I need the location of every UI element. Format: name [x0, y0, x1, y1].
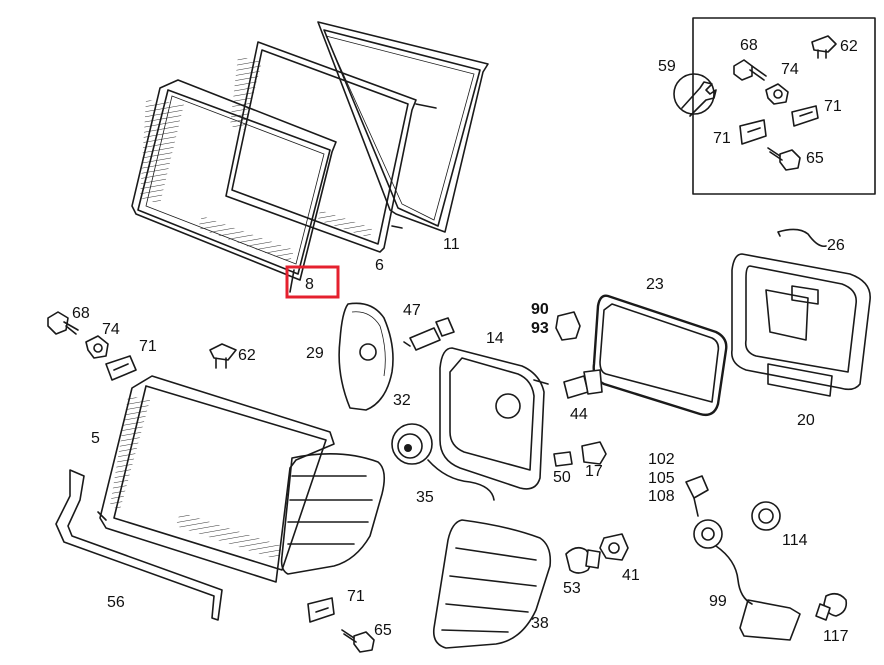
part-6-frame[interactable]: [225, 41, 437, 253]
part-62-clip-inset[interactable]: [811, 35, 837, 59]
label-part-93[interactable]: 93: [531, 320, 549, 337]
label-part-35[interactable]: 35: [416, 489, 434, 506]
part-71-clip-lower[interactable]: [307, 597, 335, 623]
part-68-screw[interactable]: [47, 311, 79, 335]
part-38-turn-signal-lens[interactable]: [432, 519, 552, 649]
part-102-connector[interactable]: [685, 475, 709, 517]
label-part-114[interactable]: 114: [782, 532, 808, 549]
part-5-headlamp-unit[interactable]: [99, 375, 386, 583]
label-part-5[interactable]: 5: [91, 430, 100, 447]
label-part-68b[interactable]: 68: [72, 305, 90, 322]
label-part-65b[interactable]: 65: [374, 622, 392, 639]
label-part-38[interactable]: 38: [531, 615, 549, 632]
part-23-gasket[interactable]: [592, 294, 728, 417]
label-part-47[interactable]: 47: [403, 302, 421, 319]
part-8-headlamp-glass[interactable]: [131, 79, 337, 293]
label-part-17[interactable]: 17: [585, 463, 603, 480]
label-part-50[interactable]: 50: [553, 469, 571, 486]
label-part-20[interactable]: 20: [797, 412, 815, 429]
label-part-53[interactable]: 53: [563, 580, 581, 597]
label-part-74a[interactable]: 74: [781, 61, 799, 78]
part-29-cap[interactable]: [338, 302, 394, 411]
label-part-90[interactable]: 90: [531, 301, 549, 318]
label-part-65a[interactable]: 65: [806, 150, 824, 167]
label-part-71a[interactable]: 71: [824, 98, 842, 115]
part-47-bulb[interactable]: [403, 317, 455, 351]
part-62-clip[interactable]: [209, 343, 237, 369]
part-20-housing[interactable]: [730, 253, 871, 397]
part-65-screw-lower[interactable]: [341, 629, 375, 653]
callout-labels: 8 6 11 59 68 62 74 71 71 65 26 23 20 68 …: [72, 37, 858, 645]
label-part-23[interactable]: 23: [646, 276, 664, 293]
label-part-71d[interactable]: 71: [347, 588, 365, 605]
label-part-74b[interactable]: 74: [102, 321, 120, 338]
label-part-108[interactable]: 108: [648, 488, 675, 505]
label-part-32[interactable]: 32: [393, 392, 411, 409]
label-part-62b[interactable]: 62: [238, 347, 256, 364]
label-part-11[interactable]: 11: [443, 236, 460, 253]
label-part-59[interactable]: 59: [658, 58, 676, 75]
part-14-reflector[interactable]: [439, 347, 549, 490]
label-part-99[interactable]: 99: [709, 593, 727, 610]
label-part-62a[interactable]: 62: [840, 38, 858, 55]
part-50-bulb[interactable]: [553, 451, 573, 467]
part-41-socket[interactable]: [599, 533, 629, 561]
fastener-inset-box: [692, 17, 876, 195]
label-part-29[interactable]: 29: [306, 345, 324, 362]
part-71-clip-inset-b[interactable]: [739, 119, 767, 145]
highlight-box-part-8: [285, 265, 340, 299]
part-74-nut-inset[interactable]: [765, 83, 789, 105]
part-90-93-holder[interactable]: [555, 311, 581, 341]
label-part-56[interactable]: 56: [107, 594, 125, 611]
part-65-screw-inset[interactable]: [767, 147, 801, 171]
part-74-nut[interactable]: [85, 335, 109, 359]
part-44-bulb[interactable]: [563, 369, 603, 399]
label-part-44[interactable]: 44: [570, 406, 588, 423]
label-part-41[interactable]: 41: [622, 567, 640, 584]
part-71-clip-inset-a[interactable]: [791, 105, 819, 127]
part-53-bulb[interactable]: [565, 546, 601, 574]
label-part-14[interactable]: 14: [486, 330, 504, 347]
label-part-71b[interactable]: 71: [713, 130, 731, 147]
label-part-8[interactable]: 8: [305, 276, 314, 293]
part-68-screw-inset[interactable]: [733, 59, 767, 81]
part-114-grommet[interactable]: [751, 501, 781, 531]
label-part-102[interactable]: 102: [648, 451, 675, 468]
label-part-117[interactable]: 117: [823, 628, 849, 645]
part-26-wire-clip[interactable]: [777, 228, 827, 248]
label-part-68a[interactable]: 68: [740, 37, 758, 54]
part-17-holder[interactable]: [581, 441, 607, 465]
part-59-tool[interactable]: [673, 73, 717, 117]
part-56-bracket[interactable]: [55, 469, 223, 621]
part-71-clip[interactable]: [105, 355, 137, 381]
label-part-105[interactable]: 105: [648, 470, 675, 487]
part-11-frame[interactable]: [317, 21, 489, 233]
part-99-side-marker[interactable]: [693, 519, 801, 641]
part-117-bulb[interactable]: [815, 592, 848, 621]
label-part-6[interactable]: 6: [375, 257, 384, 274]
part-35-socket[interactable]: [391, 423, 495, 501]
label-part-71c[interactable]: 71: [139, 338, 157, 355]
label-part-26[interactable]: 26: [827, 237, 845, 254]
